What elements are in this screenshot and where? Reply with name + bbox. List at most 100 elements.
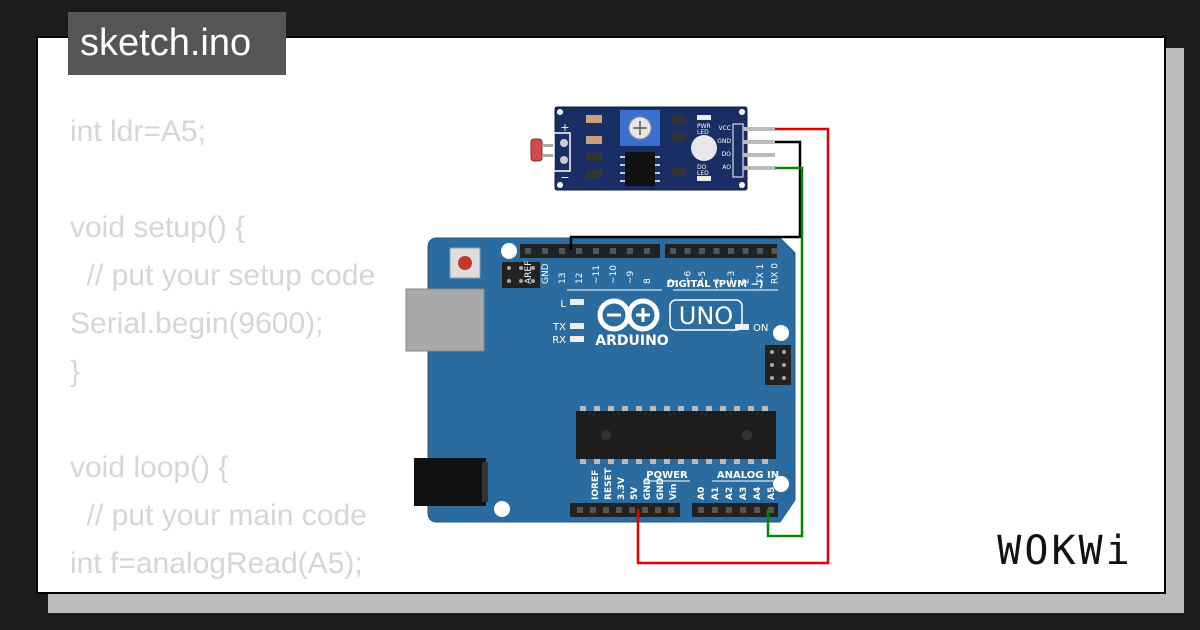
ldr-minus-label: − [560,171,569,184]
power-pin[interactable] [590,507,596,513]
code-line[interactable]: Serial.begin(9600); [70,307,324,340]
mcu-pin [748,459,754,464]
rx-led-label: RX [552,335,566,346]
l-led [570,299,584,305]
mcu-pin [692,459,698,464]
on-led-label: ON [753,323,768,334]
digital-pin[interactable] [728,248,734,254]
wokwi-logo: WOKWi [975,525,1155,577]
power-header-label: POWER [646,470,688,481]
digital-pin-label: ~11 [592,265,602,284]
digital-pin[interactable] [670,248,676,254]
file-tab[interactable]: sketch.ino [68,12,286,75]
mcu-pin [678,459,684,464]
digital-pin-label: ~6 [684,270,694,284]
digital-pin[interactable] [542,248,548,254]
digital-pin[interactable] [684,248,691,254]
analog-pin[interactable] [698,507,704,513]
analog-header[interactable] [692,503,778,517]
power-pin[interactable] [603,507,609,513]
digital-pin-label: 13 [558,273,568,284]
mcu-pin [580,459,586,464]
digital-header-right[interactable] [665,244,777,258]
mcu-pin [762,406,768,411]
code-line[interactable]: // put your setup code [70,259,376,292]
mcu-pin [636,406,642,411]
code-line[interactable]: int f=analogRead(A5); [70,547,363,580]
digital-pin[interactable] [593,248,599,254]
mcu-pin [580,406,586,411]
power-pin[interactable] [629,507,635,513]
digital-pin-label: GND [541,263,551,284]
digital-pin[interactable] [576,248,582,254]
digital-pin-label: ~10 [609,265,619,284]
analog-pin[interactable] [740,507,746,513]
wires [569,127,830,565]
code-line[interactable]: int ldr=A5; [70,115,206,148]
photoresistor[interactable] [530,138,543,162]
digital-pin-label: TX 1 [756,264,766,285]
analog-pin[interactable] [726,507,732,513]
digital-pin-label: 8 [643,278,653,284]
power-pin-label: GND [643,478,653,500]
digital-pin[interactable] [644,248,650,254]
svg-text:PWR: PWR [697,123,711,130]
mcu-pin [720,406,726,411]
power-pin-label: IOREF [591,470,601,500]
digital-pin-label: 12 [575,273,585,284]
analog-pin-label: A4 [753,487,763,500]
code-editor[interactable]: int ldr=A5; void setup() { // put your se… [70,108,376,592]
mcu-pin [678,406,684,411]
analog-pin-label: A3 [739,487,749,500]
digital-pin[interactable] [525,248,531,254]
digital-pin[interactable] [713,248,720,254]
wire-gnd[interactable] [569,140,802,250]
digital-pin[interactable] [742,248,749,254]
mcu-pin [706,406,712,411]
mcu-pin [636,459,642,464]
pin-label-ao: AO [722,164,731,171]
digital-pin[interactable] [627,248,633,254]
code-line[interactable]: } [70,355,81,388]
l-led-label: L [560,299,566,310]
code-line[interactable]: void setup() { [70,211,246,244]
analog-pin[interactable] [754,507,760,513]
digital-pin-label: AREF [524,261,534,284]
sensor-pcb [554,106,748,191]
analog-header-label: ANALOG IN [717,470,779,481]
power-pin[interactable] [655,507,661,513]
digital-pin[interactable] [559,248,565,254]
digital-pin[interactable] [771,248,778,254]
mcu-pin [608,406,614,411]
digital-pin-label: ~5 [698,271,708,284]
wire-vcc-5v[interactable] [636,127,830,565]
power-pin[interactable] [577,507,583,513]
power-pin[interactable] [642,507,648,513]
mcu-pin [608,459,614,464]
analog-pin-label: A5 [767,487,777,500]
mcu-pin [706,459,712,464]
power-led [691,135,717,161]
mcu-pin [748,406,754,411]
power-pin[interactable] [668,507,674,513]
mcu-pin [664,459,670,464]
arduino-infinity-icon [597,298,660,332]
analog-pin[interactable] [712,507,718,513]
power-pin[interactable] [616,507,622,513]
code-line[interactable]: // put your main code [70,499,367,532]
wire-ao-a5[interactable] [766,166,804,538]
usb-port [405,288,485,352]
digital-pin[interactable] [610,248,616,254]
code-line[interactable]: void loop() { [70,451,229,484]
digital-pin-label: RX 0 [771,263,781,284]
analog-pin[interactable] [768,507,774,513]
svg-text:LED: LED [697,129,709,136]
digital-pin[interactable] [699,248,705,254]
digital-header-left[interactable] [520,244,660,258]
mcu-pin [762,459,768,464]
power-header[interactable] [570,503,680,517]
digital-pin[interactable] [757,248,763,254]
ldr-plus-label: + [560,121,569,134]
